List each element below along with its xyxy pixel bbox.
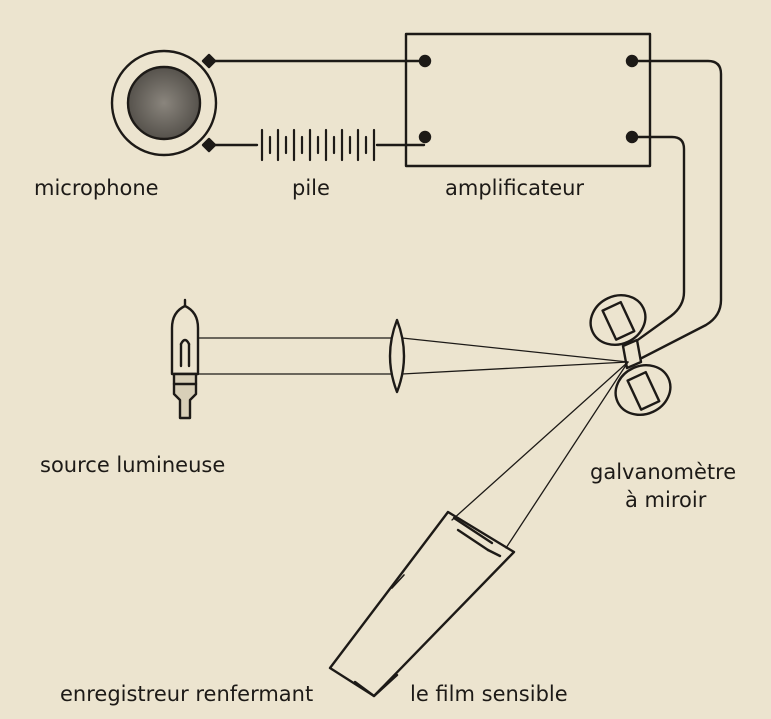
- recorder-box: [328, 510, 516, 698]
- galvanometer-symbol: [589, 294, 672, 416]
- light-source-label: source lumineuse: [40, 453, 226, 477]
- galvanometer-label-line1: galvanomètre: [590, 460, 737, 484]
- light-ray-beam: [198, 337, 629, 375]
- microphone-symbol: [110, 49, 218, 157]
- battery-symbol: [260, 128, 376, 162]
- galvanometer-label-line2: à miroir: [625, 488, 707, 512]
- wire-amplifier-galvanometer: [626, 59, 723, 364]
- recorder-label: enregistreur renfermant: [60, 682, 314, 706]
- film-pointer: [353, 673, 399, 698]
- film-label: le film sensible: [410, 682, 568, 706]
- microphone-label: microphone: [34, 176, 159, 200]
- reflected-ray-beam: [451, 361, 629, 549]
- amplifier-label: amplificateur: [445, 176, 585, 200]
- amplifier-box: [404, 32, 652, 168]
- battery-label: pile: [292, 176, 330, 200]
- lens-symbol: [388, 318, 406, 394]
- lamp-symbol: [170, 298, 200, 420]
